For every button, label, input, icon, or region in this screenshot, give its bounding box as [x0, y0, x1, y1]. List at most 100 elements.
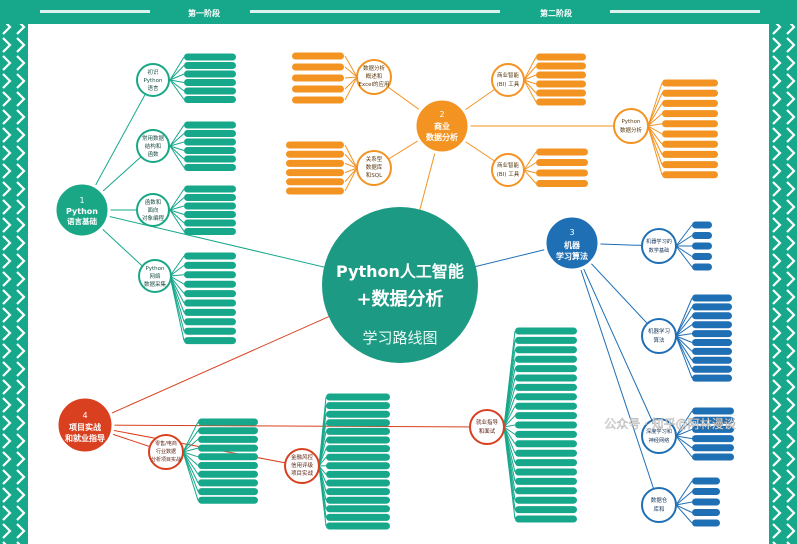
- leaf-topic: [662, 150, 718, 158]
- subnode-oop: 函数和 面向 对象编程: [136, 193, 170, 227]
- connector-line: [182, 451, 199, 484]
- hub-3-line2: 学习算法: [556, 251, 588, 261]
- connector-line: [523, 65, 537, 81]
- leaf-topic: [662, 120, 718, 128]
- leaf-topic: [692, 453, 734, 461]
- connector-line: [675, 306, 693, 337]
- connector-line: [503, 424, 516, 428]
- connector-line: [523, 74, 537, 81]
- connector-line: [523, 79, 537, 94]
- svg-text:数据库: 数据库: [366, 163, 383, 171]
- connector-line: [84, 424, 303, 467]
- leaf-topic: [198, 444, 258, 452]
- connector-line: [523, 162, 537, 171]
- leaf-topic: [692, 303, 732, 311]
- hub-1-line1: Python: [66, 207, 98, 216]
- leaf-topic: [198, 479, 258, 487]
- connector-line: [503, 426, 516, 520]
- leaf-topic: [184, 308, 236, 316]
- connector-line: [182, 421, 199, 453]
- center-title-line1: Python人工智能: [336, 262, 464, 281]
- svg-text:和面试: 和面试: [479, 427, 496, 435]
- connector-line: [503, 405, 516, 428]
- leaf-topic: [286, 187, 344, 195]
- connector-line: [675, 480, 693, 506]
- svg-text:零售/电商: 零售/电商: [155, 440, 177, 447]
- connector-line: [675, 435, 693, 449]
- svg-text:面向: 面向: [147, 206, 158, 214]
- leaf-topic: [515, 459, 577, 467]
- leaf-topic: [692, 330, 732, 338]
- leaf-topic: [184, 337, 236, 345]
- leaf-topic: [692, 232, 712, 239]
- connector-line: [169, 197, 185, 211]
- connector-line: [169, 205, 185, 211]
- hub-2-line1: 商业: [434, 121, 450, 131]
- subnode-data-warehouse: 数据仓 库和: [641, 487, 677, 523]
- leaf-topic: [326, 470, 390, 478]
- leaf-topic: [184, 271, 236, 279]
- connector-line: [318, 448, 327, 467]
- leaf-topic: [515, 336, 577, 344]
- svg-text:和SQL: 和SQL: [366, 171, 383, 179]
- svg-text:库和: 库和: [653, 505, 664, 513]
- leaf-topic: [286, 178, 344, 186]
- leaf-topic: [515, 487, 577, 495]
- leaf-topic: [198, 496, 258, 504]
- leaf-topic: [198, 435, 258, 443]
- connector-line: [344, 76, 358, 101]
- connector-line: [318, 439, 327, 467]
- subnode-excel-overview: 数据分析 概述和 Excel的应用: [356, 59, 392, 95]
- connector-line: [675, 224, 693, 247]
- leaf-topic: [326, 393, 390, 401]
- leaf-topic: [286, 169, 344, 177]
- leaf-topic: [692, 477, 720, 485]
- leaf-topic: [515, 477, 577, 485]
- connector-line: [344, 76, 358, 90]
- connector-line: [523, 169, 537, 184]
- leaf-topic: [662, 130, 718, 138]
- stage-label-2: 第二阶段: [540, 8, 572, 18]
- hub-4-line2: 和就业指导: [65, 433, 105, 443]
- leaf-topic: [692, 221, 712, 229]
- leaf-topic: [198, 427, 258, 435]
- leaf-topic: [692, 509, 720, 516]
- svg-text:行业数据: 行业数据: [156, 448, 176, 455]
- connector-line: [169, 209, 185, 232]
- subnode-retail-project: 零售/电商 行业数据 分析项目实战: [148, 434, 184, 470]
- subnode-ml-algorithms: 机器学习 算法: [641, 318, 677, 354]
- leaf-topic: [184, 79, 236, 86]
- connector-line: [169, 274, 185, 277]
- leaf-topic: [286, 150, 344, 158]
- svg-text:就业指导: 就业指导: [476, 418, 499, 426]
- center-subtitle: 学习路线图: [362, 329, 437, 347]
- connector-line: [182, 451, 199, 466]
- connector-line: [169, 275, 185, 341]
- hub-2-number: 2: [439, 110, 444, 119]
- top-band-dots: [40, 10, 760, 13]
- leaf-topic: [536, 53, 586, 61]
- leaf-topic: [326, 402, 390, 410]
- connector-line: [169, 275, 185, 304]
- connector-line: [182, 451, 199, 458]
- connector-line: [169, 209, 185, 224]
- svg-text:神经网络: 神经网络: [649, 436, 670, 444]
- leaf-topic: [326, 419, 390, 427]
- subnode-web-scraping: Python 网络 数据采集: [138, 259, 172, 293]
- leaf-topic: [198, 462, 258, 469]
- leaf-topic: [692, 294, 732, 302]
- leaf-topic: [536, 71, 586, 79]
- leaf-topic: [326, 445, 390, 453]
- center-title-line2: +数据分析: [356, 288, 443, 310]
- connector-line: [344, 55, 358, 78]
- leaf-topic: [662, 89, 718, 97]
- connector-line: [169, 124, 185, 147]
- leaf-topic: [184, 228, 236, 235]
- svg-text:机器学习的: 机器学习的: [646, 237, 672, 245]
- leaf-topic: [515, 412, 577, 420]
- leaf-topic: [184, 280, 236, 288]
- svg-text:项目实战: 项目实战: [291, 469, 314, 477]
- leaf-topic: [326, 479, 390, 487]
- leaf-topic: [662, 79, 718, 87]
